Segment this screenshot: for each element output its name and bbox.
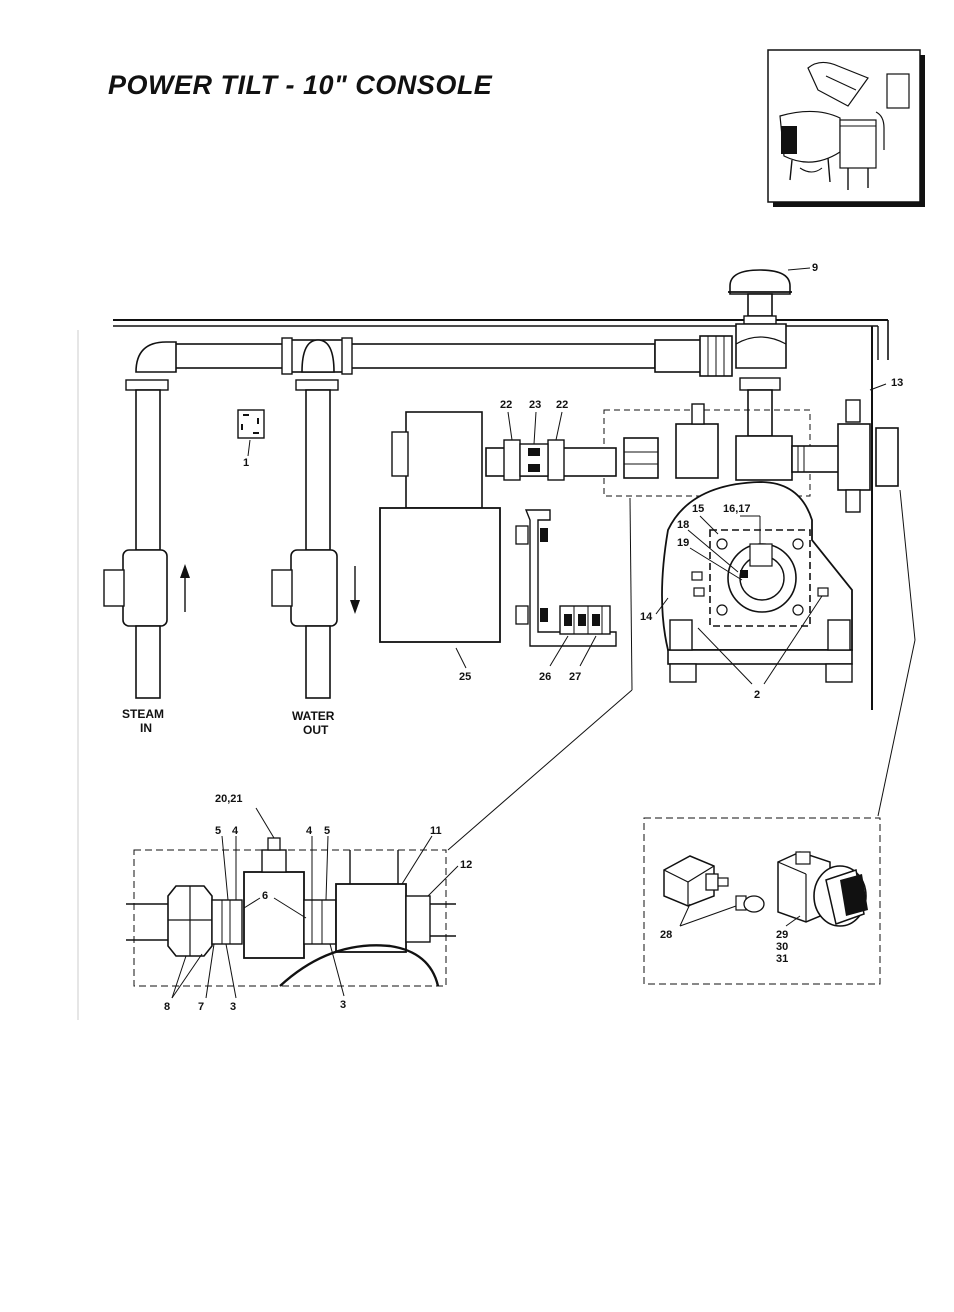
detail-a-valve-assembly [126,807,459,999]
water-label-line2: OUT [303,723,329,737]
callout-13: 13 [891,377,903,389]
supply-pipe [174,335,733,377]
horizontal-steam-line [485,399,899,513]
callout-5b: 5 [324,825,330,837]
callout-26: 26 [539,671,551,683]
main-leader-lines [247,267,887,685]
page-title: POWER TILT - 10" CONSOLE [108,70,493,100]
steam-label-line1: STEAM [122,707,164,721]
callout-7: 7 [198,1001,204,1013]
callout-19: 19 [677,537,689,549]
callout-5a: 5 [215,825,221,837]
callout-22b: 22 [556,399,568,411]
callout-1: 1 [243,457,249,469]
callout-14: 14 [640,611,653,623]
callout-16-17: 16,17 [723,503,751,515]
detail-b-controls [643,817,881,985]
terminal-block-26-27 [559,605,611,635]
callout-11: 11 [430,825,442,837]
callout-18: 18 [677,519,689,531]
callout-9: 9 [812,262,818,274]
kettle-thumbnail [767,49,925,207]
callout-15: 15 [692,503,704,515]
steam-valve [728,269,792,437]
callout-23: 23 [529,399,541,411]
callout-27: 27 [569,671,581,683]
detail-a-connector [629,497,633,691]
callout-2: 2 [754,689,760,701]
part-1-decal [237,409,265,439]
solenoid-transformer-25 [379,411,617,647]
steam-in-pipe [103,341,190,699]
callout-3a: 3 [230,1001,236,1013]
callout-8: 8 [164,1001,170,1013]
callout-22a: 22 [500,399,512,411]
callout-29: 29 [776,929,788,941]
callout-4a: 4 [232,825,239,837]
water-label-line1: WATER [292,709,335,723]
tilt-gearbox-14 [661,481,853,683]
callout-28: 28 [660,929,672,941]
callout-6: 6 [262,890,268,902]
callout-31: 31 [776,953,788,965]
callout-3b: 3 [340,999,346,1011]
callout-30: 30 [776,941,788,953]
steam-label-line2: IN [140,721,152,735]
callout-12: 12 [460,859,472,871]
detail-b-connector [899,489,916,641]
callout-20-21: 20,21 [215,793,243,805]
callout-25: 25 [459,671,471,683]
water-out-pipe [271,339,360,699]
callout-4b: 4 [306,825,313,837]
